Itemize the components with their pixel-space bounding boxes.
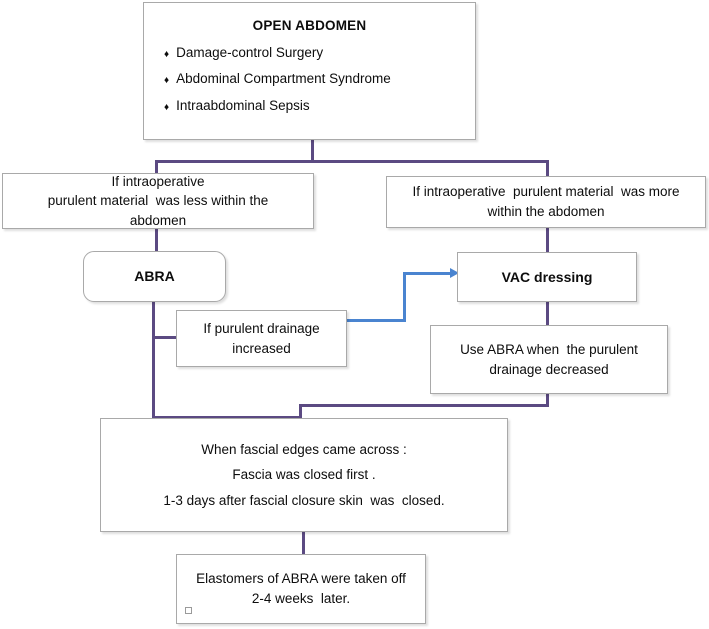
arrowhead-icon-to-vac [450,268,459,278]
connector-abra-spine-bottom [152,416,302,419]
node-text-line: drainage decreased [489,361,609,377]
connector-center-drop-to-fascial [299,404,302,419]
node-text-line: 2-4 weeks later. [251,590,351,606]
connector-use-abra-down [546,394,549,407]
node-vac-dressing-label: VAC dressing [501,268,593,285]
node-text-line: If intraoperative [111,173,205,189]
node-text-line: If intraoperative purulent material was … [412,184,680,200]
connector-split-right-drop [546,160,549,176]
bullet-label: Intraabdominal Sepsis [176,97,310,113]
connector-abra-spine [152,302,155,419]
connector-right-to-center-bar [299,404,549,407]
connector-blue-horizontal-upper [403,272,452,275]
bullet-item: ♦ Damage-control Surgery [164,43,461,63]
connector-split-left-drop [155,160,158,173]
node-text-line: Use ABRA when the purulent [460,341,638,357]
node-open-abdomen-title: OPEN ABDOMEN [252,18,367,33]
node-abra-label: ABRA [134,268,175,285]
node-elastomers-removal[interactable]: Elastomers of ABRA were taken off 2-4 we… [176,554,426,624]
node-fascial-closure[interactable]: When fascial edges came across : Fascia … [100,418,508,532]
diamond-bullet-icon: ♦ [164,75,170,87]
connector-vac-to-use-abra [546,302,549,326]
node-text-line: If purulent drainage [203,320,320,336]
connector-abra-to-drainage-increased [152,336,178,339]
node-text-line: abdomen [129,212,187,228]
connector-blue-horizontal-lower [347,319,406,322]
node-drainage-increased[interactable]: If purulent drainage increased [176,310,347,367]
node-text-line: Fascia was closed first . [232,467,376,483]
node-text-line: within the abdomen [487,204,605,219]
connector-blue-vertical [403,272,406,322]
node-open-abdomen[interactable]: OPEN ABDOMEN ♦ Damage-control Surgery ♦ … [143,2,476,140]
node-text-line: When fascial edges came across : [201,441,407,457]
bullet-item: ♦ Abdominal Compartment Syndrome [164,69,461,89]
diamond-bullet-icon: ♦ [164,101,170,113]
node-use-abra-drainage-decreased[interactable]: Use ABRA when the purulent drainage decr… [430,325,668,394]
node-abra[interactable]: ABRA [83,251,226,302]
selection-handle-icon [185,607,192,614]
bullet-label: Damage-control Surgery [176,44,324,60]
connector-less-purulent-to-abra [155,228,158,251]
connector-split-bar [155,160,549,163]
node-text-line: 1-3 days after fascial closure skin was … [163,492,445,508]
connector-more-purulent-to-vac [546,228,549,252]
connector-open-abdomen-stem [311,139,314,162]
bullet-item: ♦ Intraabdominal Sepsis [164,96,461,116]
node-text-line: purulent material was less within the [47,193,269,209]
node-text-line: Elastomers of ABRA were taken off [196,571,406,586]
connector-fascial-to-elastomers [302,532,305,554]
diamond-bullet-icon: ♦ [164,48,170,60]
node-vac-dressing[interactable]: VAC dressing [457,252,637,302]
bullet-label: Abdominal Compartment Syndrome [176,71,391,87]
node-more-purulent-material[interactable]: If intraoperative purulent material was … [386,176,706,228]
node-less-purulent-material[interactable]: If intraoperative purulent material was … [2,173,314,229]
node-text-line: increased [232,340,291,356]
